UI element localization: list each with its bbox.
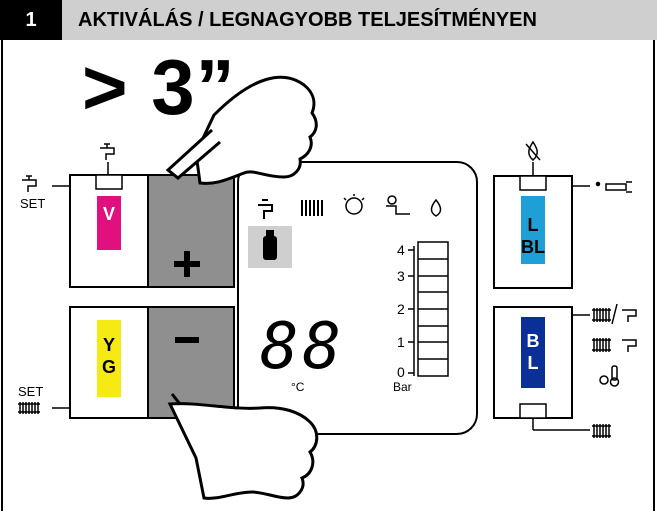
bl-label: B L bbox=[526, 331, 540, 373]
radiator-tap-icon-2 bbox=[592, 338, 637, 352]
hand-press-icon bbox=[595, 181, 632, 193]
flame-crossed-icon bbox=[525, 140, 541, 161]
yg-label: Y G bbox=[101, 335, 116, 377]
display-flame-icon bbox=[430, 198, 442, 217]
display-burner-icon bbox=[343, 194, 365, 215]
bl-indicator bbox=[521, 317, 545, 388]
pressure-unit: Bar bbox=[393, 380, 412, 394]
v-label: V bbox=[102, 204, 115, 224]
tick-2: 2 bbox=[397, 301, 405, 317]
step-title: AKTIVÁLÁS / LEGNAGYOBB TELJESÍTMÉNYEN bbox=[62, 0, 657, 40]
v-indicator bbox=[97, 196, 121, 250]
set-label-top: SET bbox=[20, 196, 46, 211]
radiator-set-icon bbox=[18, 402, 40, 414]
radiator-icon bbox=[592, 424, 611, 438]
display-tap-icon bbox=[258, 199, 273, 219]
temp-unit: °C bbox=[291, 380, 305, 394]
display-service-icon bbox=[386, 195, 410, 215]
hand-top-icon bbox=[165, 75, 318, 185]
display-radiator-icon bbox=[301, 200, 323, 216]
minus-button bbox=[147, 306, 235, 419]
header-bar: 1 AKTIVÁLÁS / LEGNAGYOBB TELJESÍTMÉNYEN bbox=[0, 0, 657, 40]
pressure-bar bbox=[408, 241, 449, 377]
tick-3: 3 bbox=[397, 268, 405, 284]
frame bbox=[1, 40, 655, 511]
radiator-tap-icon bbox=[592, 303, 637, 325]
plus-button bbox=[147, 174, 235, 288]
display-bottle-icon bbox=[263, 230, 277, 260]
lbl-indicator bbox=[521, 196, 545, 264]
tick-4: 4 bbox=[397, 242, 405, 258]
display-panel bbox=[237, 161, 478, 435]
lbl-label: L BL bbox=[521, 215, 545, 257]
thermometer-icon bbox=[599, 365, 620, 387]
hand-bottom-icon bbox=[167, 393, 319, 500]
display-digits: 88 bbox=[260, 310, 346, 384]
tick-1: 1 bbox=[397, 334, 405, 350]
tick-0: 0 bbox=[397, 364, 405, 380]
step-number: 1 bbox=[0, 0, 62, 40]
set-label-bottom: SET bbox=[18, 384, 44, 399]
yg-indicator bbox=[97, 320, 121, 397]
press-duration: > 3” bbox=[82, 43, 236, 131]
tap-set-icon bbox=[22, 175, 37, 192]
tap-icon bbox=[100, 143, 115, 160]
